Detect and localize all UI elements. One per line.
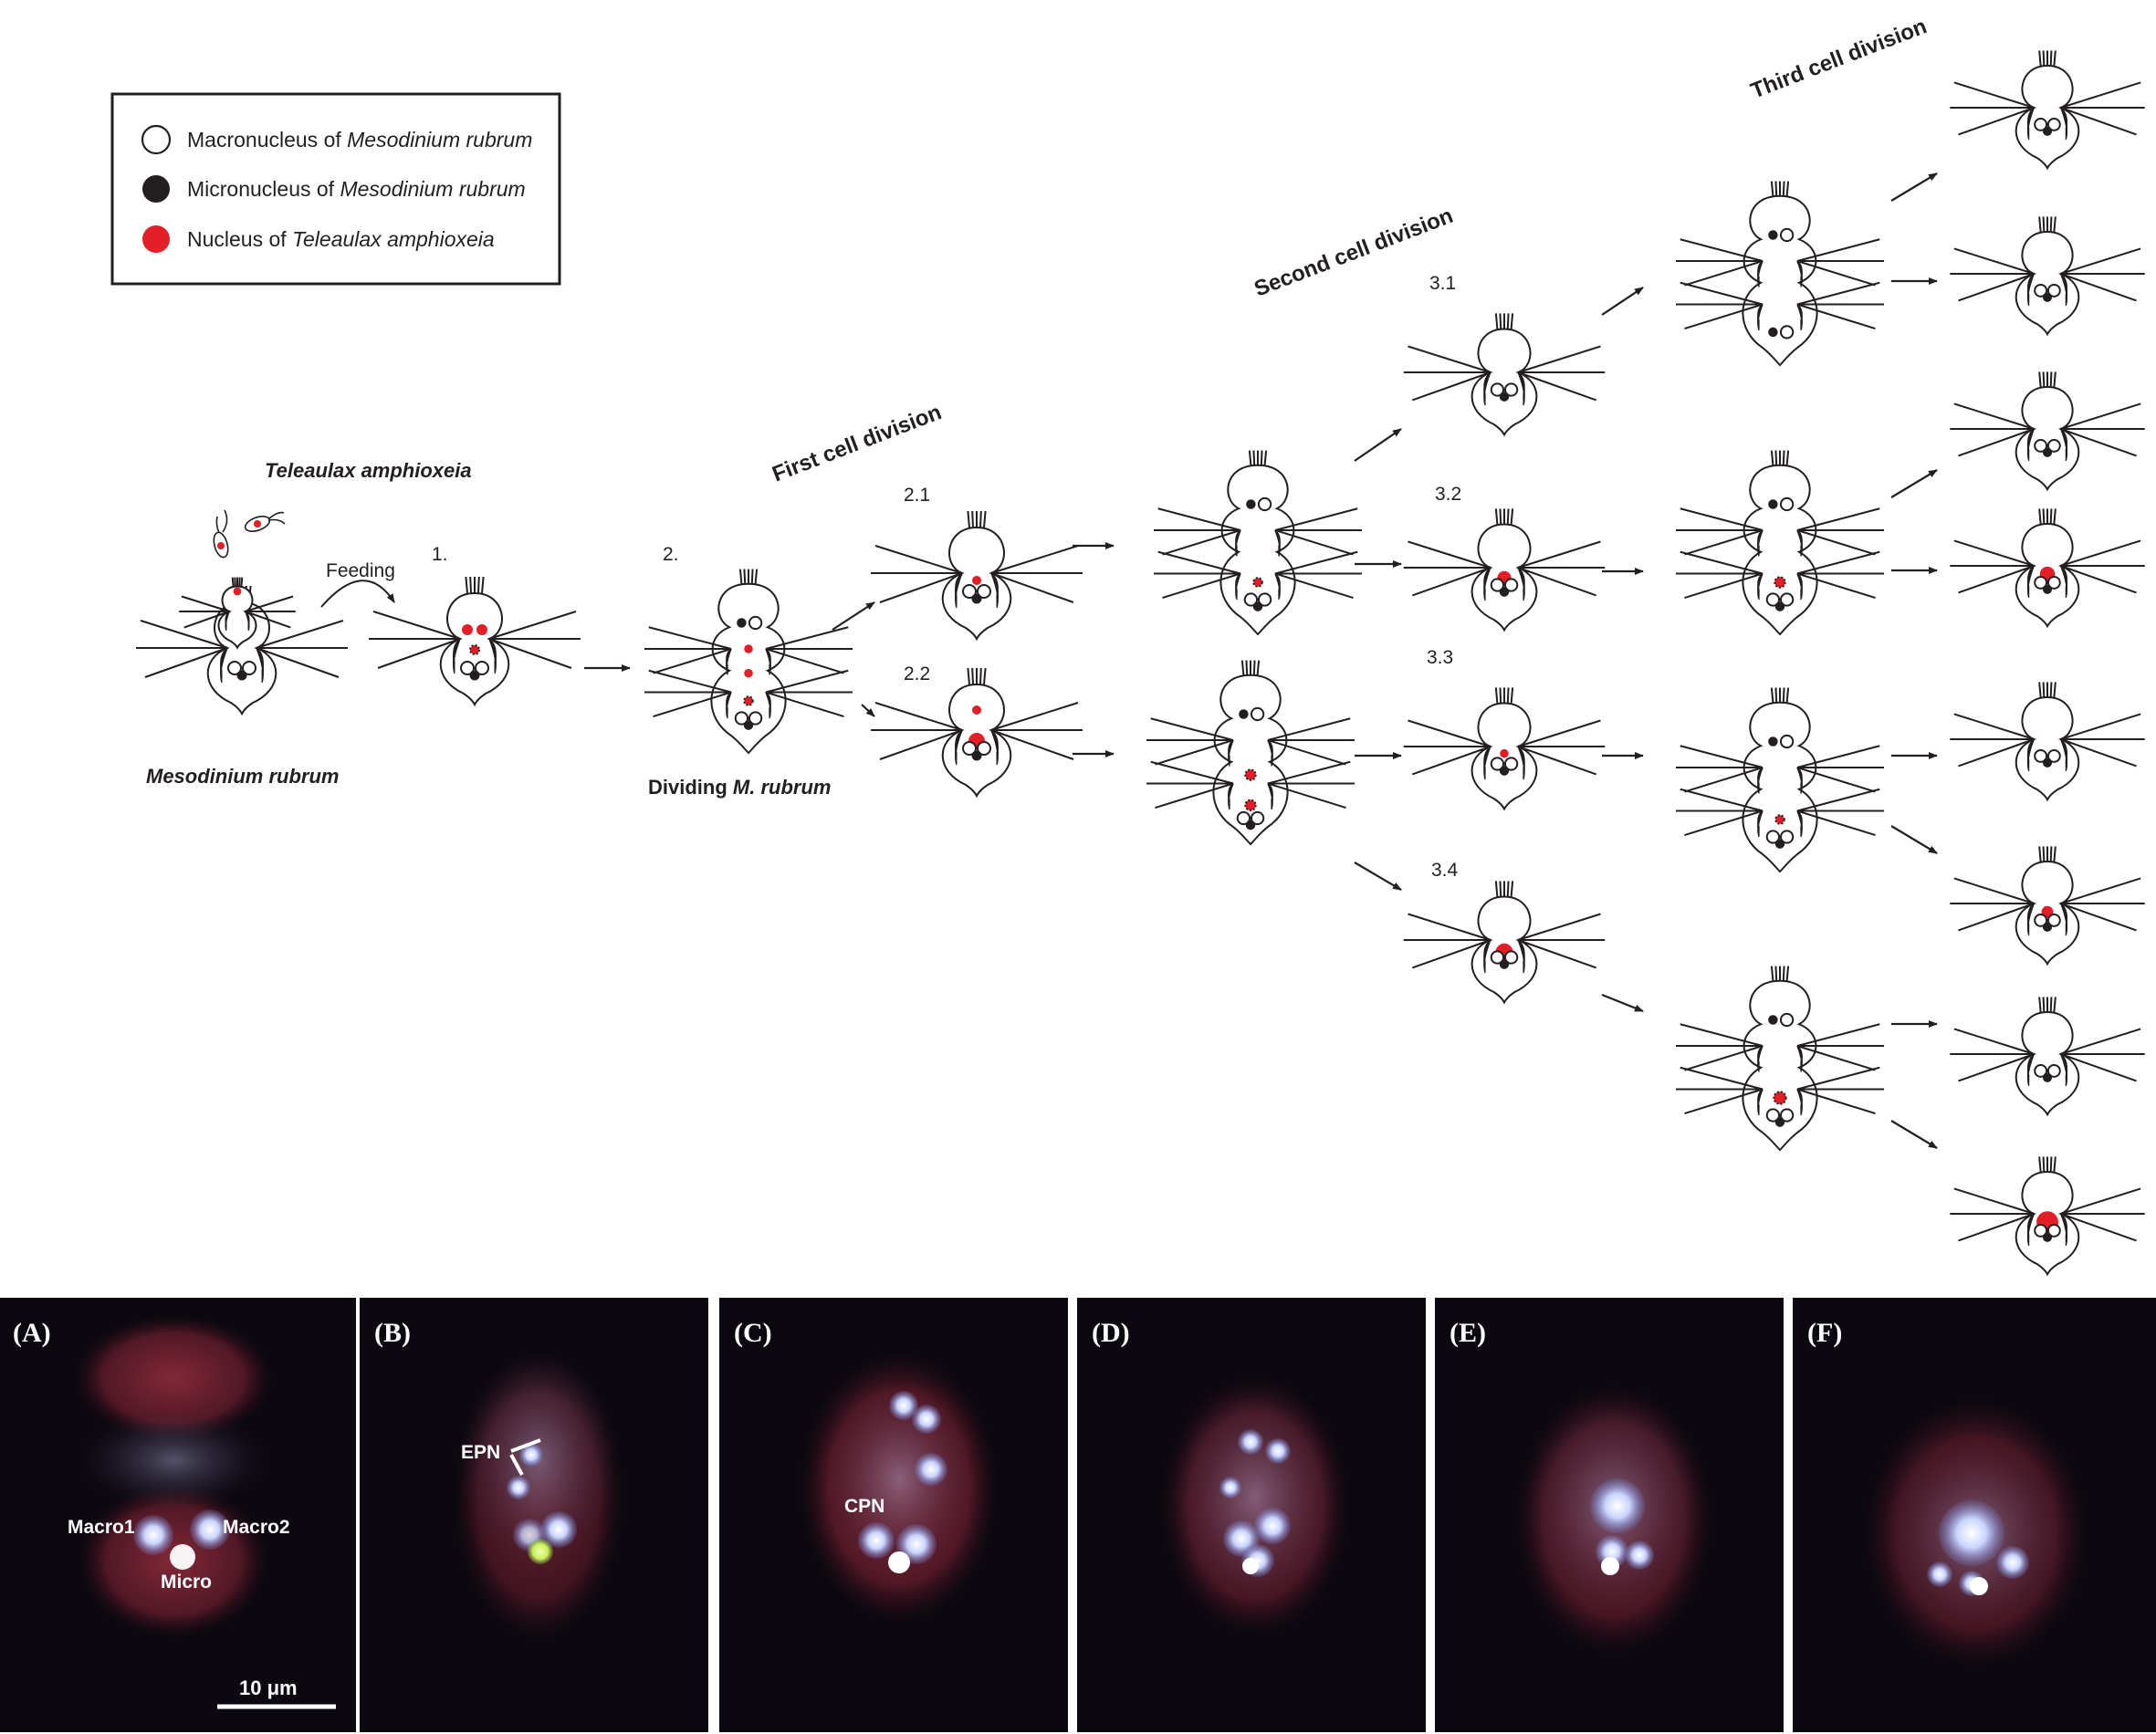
ciliate-cell (1950, 216, 2145, 337)
ciliate-cell (1950, 1156, 2145, 1277)
arrow (1890, 172, 1938, 202)
teleaulax-cell (244, 511, 286, 532)
ciliate-cell (1403, 313, 1606, 437)
legend-box (110, 92, 561, 286)
first-division-heading: First cell division (769, 400, 945, 486)
stage-2-2-label: 2.2 (904, 663, 930, 684)
ciliate-cell (1675, 687, 1885, 873)
third-division-heading: Third cell division (1747, 14, 1930, 103)
second-division-heading: Second cell division (1251, 204, 1456, 302)
stage-3-1-label: 3.1 (1429, 273, 1456, 294)
ciliate-cell (1403, 881, 1606, 1005)
stage-2-1-label: 2.1 (904, 485, 930, 506)
ciliate-cell (1950, 846, 2145, 966)
ciliate-cell (1950, 997, 2145, 1117)
panel-d: (D) (1077, 1298, 1426, 1732)
legend-species: Teleaulax amphioxeia (292, 227, 495, 251)
panel-e: (E) (1435, 1298, 1784, 1732)
teleaulax-label: Teleaulax amphioxeia (265, 459, 472, 482)
arrow (1354, 862, 1402, 891)
panel-letter: (D) (1092, 1318, 1130, 1348)
stage-3-3-label: 3.3 (1427, 647, 1453, 668)
cpn-label: CPN (844, 1496, 884, 1517)
arrow (1890, 1120, 1938, 1149)
legend-label: Macronucleus of (187, 128, 347, 151)
ciliate-cell (1675, 450, 1885, 636)
panel-letter: (B) (374, 1318, 411, 1348)
legend-species: Mesodinium rubrum (347, 128, 532, 151)
svg-text:Macronucleus of Mesodinium rub: Macronucleus of Mesodinium rubrum (187, 128, 532, 151)
ciliate-cell (1146, 660, 1355, 846)
stage-3-4-label: 3.4 (1431, 860, 1459, 881)
ciliate-cell (644, 569, 853, 755)
ciliate-cell (1675, 181, 1885, 367)
feeding-label: Feeding (326, 560, 395, 581)
teleaulax-cell (213, 509, 229, 559)
red-circle-icon (142, 225, 170, 253)
panel-b: (B) EPN (360, 1298, 708, 1732)
micro-label: Micro (161, 1572, 212, 1593)
arrow (861, 704, 875, 717)
panel-f: (F) (1793, 1298, 2156, 1732)
ciliate-cell (1950, 50, 2145, 171)
ciliate-cell (1403, 687, 1606, 811)
epn-label: EPN (461, 1442, 500, 1463)
legend-species: Mesodinium rubrum (340, 177, 525, 201)
micrograph-panels: (A) Macro1 Macro2 Micro 10 μm (B) EPN (0, 1298, 2156, 1732)
arrows (584, 172, 1938, 1149)
ciliate-cell (871, 510, 1083, 642)
macro1-label: Macro1 (68, 1517, 135, 1538)
legend-label: Nucleus of (187, 227, 292, 251)
white-circle-icon (141, 124, 172, 155)
mesodinium-label: Mesodinium rubrum (146, 765, 339, 788)
panel-letter: (C) (734, 1318, 772, 1348)
epn-pointer (510, 1438, 541, 1453)
dividing-label: Dividing M. rubrum (648, 776, 831, 799)
panel-letter: (A) (13, 1318, 51, 1348)
ciliate-cell (1675, 966, 1885, 1152)
arrow (1890, 469, 1938, 498)
arrow (1601, 287, 1644, 316)
black-circle-icon (142, 175, 170, 203)
panel-a: (A) Macro1 Macro2 Micro 10 μm (0, 1298, 356, 1732)
ciliate-cell (1950, 682, 2145, 802)
svg-text:Micronucleus of Mesodinium rub: Micronucleus of Mesodinium rubrum (187, 177, 526, 201)
scale-bar-label: 10 μm (239, 1677, 298, 1699)
panel-letter: (E) (1450, 1318, 1486, 1348)
macro2-label: Macro2 (223, 1517, 290, 1538)
stage-2-label: 2. (663, 544, 679, 565)
arrow (1890, 825, 1938, 854)
feeding-arrow (320, 580, 395, 608)
legend-item-macronucleus: Macronucleus of Mesodinium rubrum (141, 124, 532, 155)
legend-item-micronucleus: Micronucleus of Mesodinium rubrum (142, 175, 526, 203)
ciliate-cell (1950, 508, 2145, 629)
arrow (832, 601, 875, 631)
epn-pointer (509, 1454, 524, 1476)
panel-c: (C) CPN (719, 1298, 1068, 1732)
legend: Macronucleus of Mesodinium rubrum Micron… (110, 92, 561, 286)
arrow (1601, 993, 1644, 1013)
stage-1-label: 1. (432, 544, 448, 565)
arrow (1354, 428, 1402, 462)
ciliate-cell (1950, 371, 2145, 492)
panel-letter: (F) (1807, 1318, 1842, 1348)
teleaulax-cells (213, 509, 286, 559)
stage-3-2-label: 3.2 (1435, 484, 1461, 505)
ciliate-cell (871, 667, 1083, 799)
ciliate-cell (1403, 508, 1606, 632)
legend-label: Micronucleus of (187, 177, 340, 201)
ciliate-cell (1153, 450, 1363, 636)
ciliate-cell (369, 576, 581, 707)
ciliate-cell (179, 577, 296, 650)
ciliate-cells (136, 50, 2145, 1277)
legend-item-teleaulax-nucleus: Nucleus of Teleaulax amphioxeia (142, 225, 495, 253)
svg-text:Nucleus of Teleaulax amphioxei: Nucleus of Teleaulax amphioxeia (187, 227, 495, 251)
